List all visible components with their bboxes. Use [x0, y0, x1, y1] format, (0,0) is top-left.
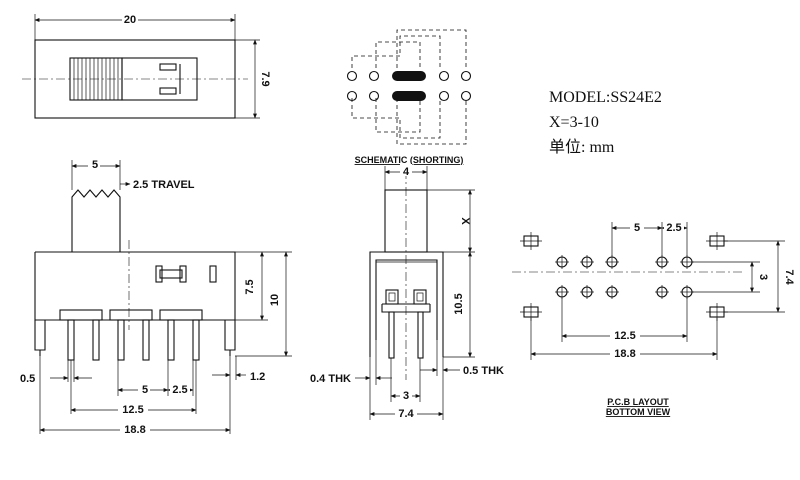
pitch-dim: 5 [142, 384, 148, 396]
x-dim: X [459, 217, 471, 225]
x-range-line: X=3-10 [549, 114, 599, 131]
top-view: 20 7.9 [22, 12, 271, 119]
side-view: 5 2.5 TRAVEL 7.5 10 0.5 5 2.5 1.2 [20, 157, 292, 436]
shorting-bar-1 [392, 71, 426, 81]
schematic: SCHEMATIC (SHORTING) [346, 29, 472, 165]
thk-right-dim: 0.5 THK [463, 365, 504, 377]
end-lever-dim: 4 [403, 166, 410, 178]
thk-left-dim: 0.4 THK [310, 373, 351, 385]
end-height-dim: 10.5 [453, 293, 465, 314]
span-dim: 12.5 [122, 404, 143, 416]
pin-width-dim: 0.5 [20, 373, 35, 385]
top-height-dim: 7.9 [259, 71, 271, 86]
pcb-row-gap-dim: 3 [757, 274, 769, 280]
pcb-pitch-dim: 5 [634, 222, 640, 234]
schematic-caption: SCHEMATIC (SHORTING) [355, 155, 464, 165]
pitch-half-dim: 2.5 [172, 384, 187, 396]
model-info: MODEL:SS24E2 X=3-10 单位: mm [549, 89, 662, 156]
pcb-half-pitch-dim: 2.5 [666, 222, 681, 234]
pcb-subcaption: BOTTOM VIEW [606, 407, 671, 417]
pcb-layout: 5 2.5 3 7.4 12.5 18.8 P.C.B LAYOUT BOTTO… [512, 220, 795, 417]
end-view: 4 X 10.5 0.4 THK 0.5 THK 3 7.4 [310, 164, 504, 420]
body-height-dim: 7.5 [244, 279, 256, 294]
lever-width-dim: 5 [92, 159, 98, 171]
pcb-caption: P.C.B LAYOUT [607, 397, 669, 407]
model-line: MODEL:SS24E2 [549, 89, 662, 106]
lead-dim: 1.2 [250, 371, 265, 383]
pcb-overall-dim: 18.8 [614, 348, 635, 360]
total-height-dim: 10 [269, 294, 281, 306]
shorting-bar-2 [392, 91, 426, 101]
end-width-dim: 7.4 [398, 408, 414, 420]
top-width-dim: 20 [124, 14, 136, 26]
pcb-span-dim: 12.5 [614, 330, 635, 342]
travel-dim: 2.5 TRAVEL [133, 179, 195, 191]
pcb-mount-gap-dim: 7.4 [783, 269, 795, 285]
pin-gap-dim: 3 [403, 390, 409, 402]
overall-width-dim: 18.8 [124, 424, 145, 436]
unit-line: 单位: mm [549, 138, 615, 156]
